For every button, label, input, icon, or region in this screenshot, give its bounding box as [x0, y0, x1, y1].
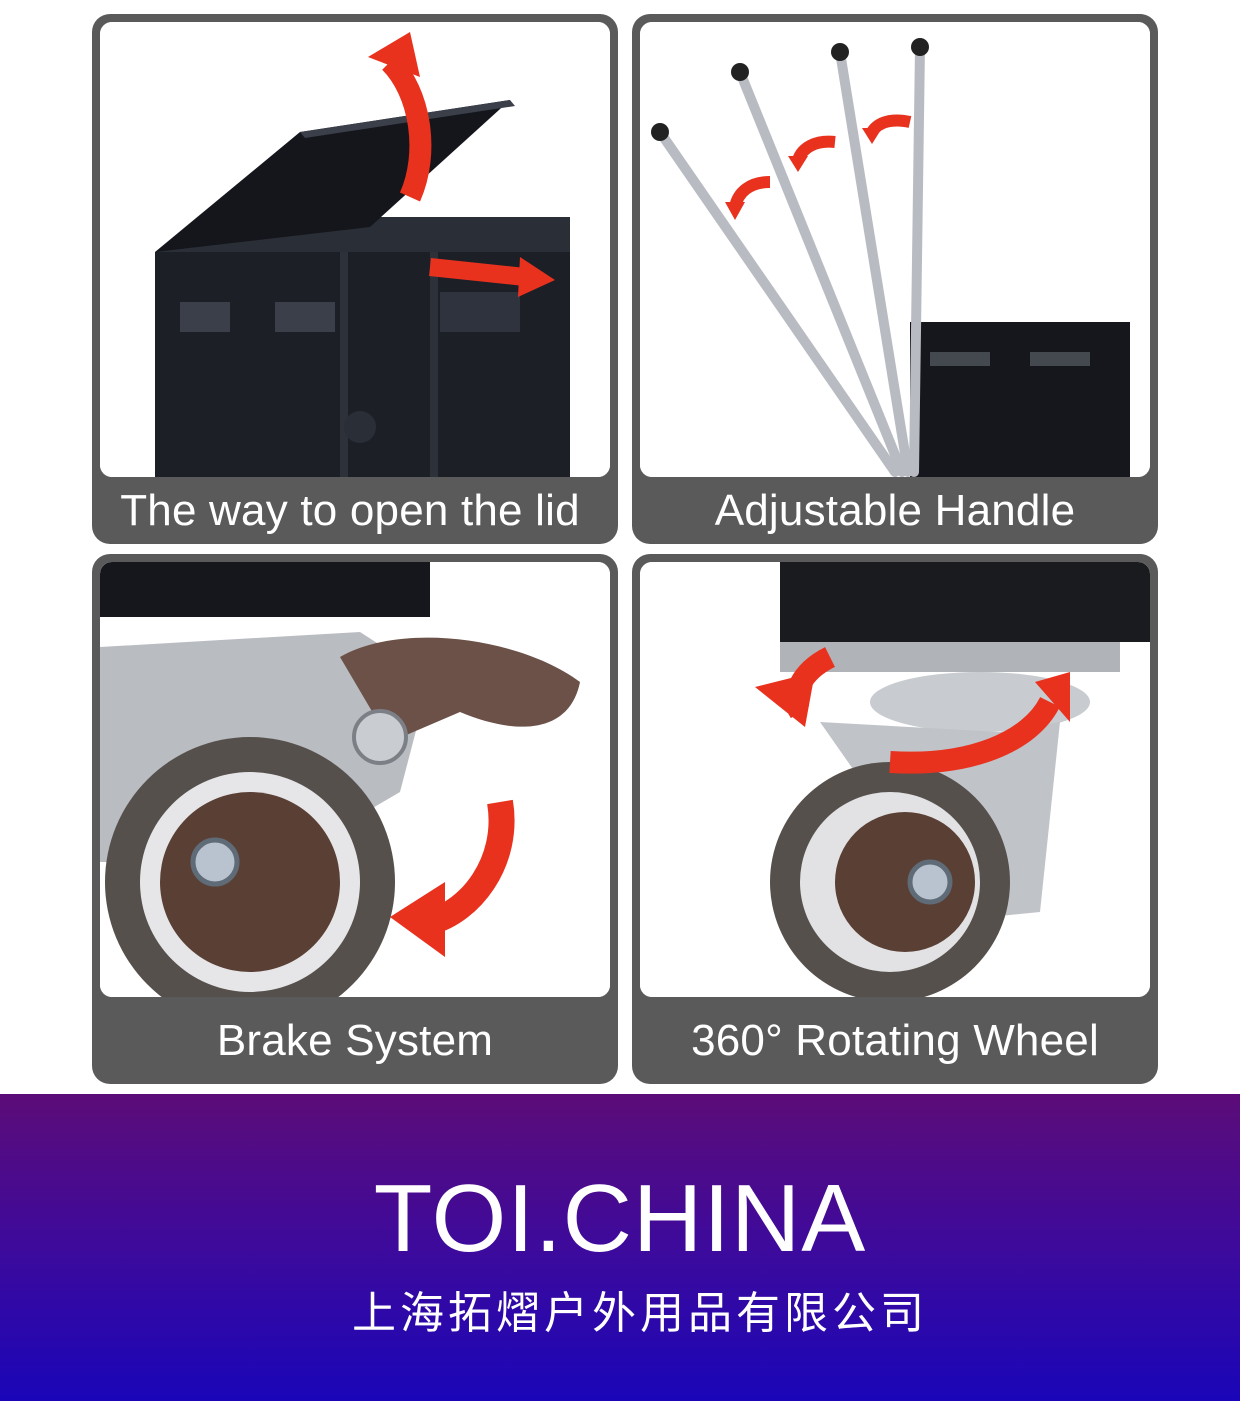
brake-caption: Brake System [216, 1015, 494, 1065]
rotating-wheel-photo [640, 562, 1150, 997]
handle-caption: Adjustable Handle [714, 485, 1076, 535]
brake-photo [100, 562, 610, 997]
handle-photo [640, 22, 1150, 477]
feature-panel-rotating-wheel: 360° Rotating Wheel [632, 554, 1158, 1084]
feature-panel-lid: The way to open the lid [92, 14, 618, 544]
company-name: 上海拓熠户外用品有限公司 [352, 1288, 928, 1339]
brand-name: TOI.CHINA [373, 1165, 867, 1272]
lid-caption: The way to open the lid [120, 485, 580, 535]
rotating-wheel-caption: 360° Rotating Wheel [691, 1015, 1099, 1065]
feature-panel-handle: Adjustable Handle [632, 14, 1158, 544]
brand-banner: TOI.CHINA 上海拓熠户外用品有限公司 [0, 1094, 1240, 1401]
feature-panel-brake: Brake System [92, 554, 618, 1084]
lid-photo [100, 22, 610, 477]
